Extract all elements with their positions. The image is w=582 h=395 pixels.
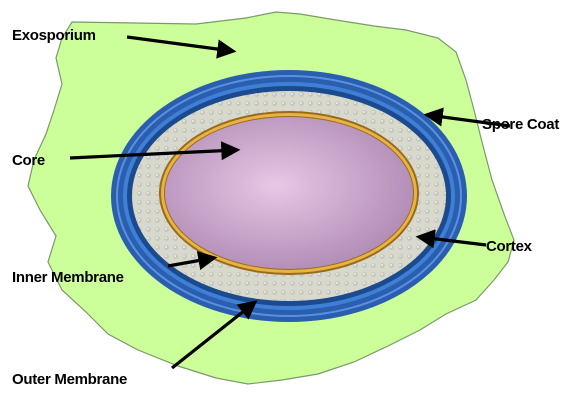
- core-label: Core: [12, 152, 45, 169]
- spore-coat-label: Spore Coat: [482, 116, 559, 133]
- cortex-label: Cortex: [486, 238, 533, 255]
- outer-membrane-label: Outer Membrane: [12, 371, 127, 388]
- exosporium-label: Exosporium: [12, 27, 96, 44]
- core-layer: [165, 117, 413, 269]
- inner-membrane-label: Inner Membrane: [12, 269, 124, 286]
